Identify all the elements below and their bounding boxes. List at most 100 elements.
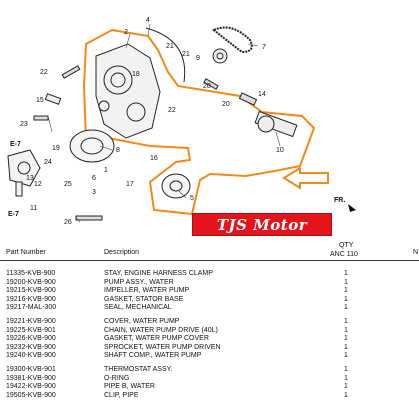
- callout: 18: [132, 71, 140, 78]
- description-cell: IMPELLER, WATER PUMP: [104, 287, 190, 295]
- callout: 17: [126, 181, 134, 188]
- direction-arrow: [282, 166, 329, 190]
- callout: 8: [116, 147, 120, 154]
- callout: 23: [20, 121, 28, 128]
- callout: 3: [92, 189, 96, 196]
- description-cell: GASKET, WATER PUMP COVER: [104, 335, 209, 343]
- header-model: ANC 110: [330, 251, 358, 258]
- callout: 6: [92, 175, 96, 182]
- description-cell: STAY, ENGINE HARNESS CLAMP: [104, 270, 213, 277]
- table-row: 19232-KVB-900 SPROCKET, WATER PUMP DRIVEN…: [0, 343, 419, 352]
- header-description: Description: [104, 249, 140, 256]
- callout: 10: [276, 147, 284, 154]
- clamp-stay: [44, 93, 62, 105]
- description-cell: SHAFT COMP., WATER PUMP: [104, 352, 202, 360]
- qty-cell: 1: [344, 278, 348, 286]
- part-number-cell: 19225-KVB-901: [6, 326, 56, 334]
- pump-shaft: [254, 110, 298, 138]
- part-number-cell: 19505-KVB-900: [6, 391, 56, 399]
- qty-cell: 1: [344, 326, 348, 334]
- part-number-cell: 19221-KVB-900: [6, 318, 56, 325]
- leader-lines: [47, 23, 281, 223]
- description-cell: SEAL, MECHANICAL: [104, 304, 172, 312]
- thermostat-housing: [7, 149, 41, 197]
- table-row: 19221-KVB-900 COVER, WATER PUMP 1: [0, 317, 419, 326]
- part-number-cell: 19217-MAL-300: [6, 304, 57, 312]
- callout: 7: [262, 44, 266, 51]
- qty-cell: 1: [344, 343, 348, 351]
- callout: 15: [36, 97, 44, 104]
- callout: 21: [182, 51, 190, 58]
- callout: 20: [222, 101, 230, 108]
- description-cell: PIPE B, WATER: [104, 383, 155, 391]
- table-row: 19216-KVB-900 GASKET, STATOR BASE 1: [0, 295, 419, 304]
- description-cell: SPROCKET, WATER PUMP DRIVEN: [104, 343, 221, 351]
- callout: 11: [30, 205, 37, 212]
- callout: 21: [166, 43, 174, 50]
- part-number-cell: 19215-KVB-900: [6, 287, 56, 295]
- qty-cell: 1: [344, 287, 348, 295]
- harness-wire: [145, 27, 186, 83]
- qty-cell: 1: [344, 295, 348, 303]
- drive-chain: [212, 26, 253, 54]
- qty-cell: 1: [344, 391, 348, 399]
- description-cell: PUMP ASSY., WATER: [104, 278, 174, 286]
- callout: 1: [104, 167, 108, 174]
- qty-cell: 1: [344, 352, 348, 360]
- description-cell: THERMOSTAT ASSY.: [104, 366, 173, 373]
- callout: 19: [52, 145, 60, 152]
- qty-cell: 1: [344, 270, 348, 277]
- callout: 14: [258, 91, 266, 98]
- table-row: 19300-KVB-901 THERMOSTAT ASSY. 1: [0, 365, 419, 374]
- callout: 25: [64, 181, 72, 188]
- callout: 26: [64, 219, 72, 226]
- callout: 22: [168, 107, 176, 114]
- part-number-cell: 19381-KVB-900: [6, 374, 56, 382]
- header-divider: [0, 260, 419, 261]
- assembly-outline: [82, 28, 316, 216]
- callout: 5: [190, 195, 194, 202]
- part-number-cell: 19422-KVB-900: [6, 383, 56, 391]
- description-cell: GASKET, STATOR BASE: [104, 295, 184, 303]
- brand-banner: TJS Motor: [192, 213, 332, 236]
- description-cell: CHAIN, WATER PUMP DRIVE (40L): [104, 326, 218, 334]
- exploded-parts-diagram: 2 4 7 21 21 9 18 22 15 23 8 20 20 14 12 …: [7, 17, 356, 226]
- description-cell: CLIP, PIPE: [104, 391, 139, 399]
- part-number-cell: 11335-KVB-900: [6, 270, 56, 277]
- table-row: 19226-KVB-900 GASKET, WATER PUMP COVER 1: [0, 334, 419, 343]
- qty-cell: 1: [344, 366, 348, 373]
- direction-arrow-icon: [348, 204, 356, 212]
- qty-cell: 1: [344, 318, 348, 325]
- direction-label: FR.: [334, 197, 345, 204]
- table-row: 11335-KVB-900 STAY, ENGINE HARNESS CLAMP 1: [0, 269, 419, 278]
- part-number-cell: 19240-KVB-900: [6, 352, 56, 360]
- qty-cell: 1: [344, 383, 348, 391]
- callout: 16: [150, 155, 158, 162]
- header-part-number: Part Number: [6, 249, 46, 256]
- header-qty: QTY: [339, 242, 354, 249]
- callout-labels: 2 4 7 21 21 9 18 22 15 23 8 20 20 14 12 …: [8, 17, 345, 226]
- bolts: [33, 65, 258, 221]
- qty-cell: 1: [344, 374, 348, 382]
- brand-text: TJS Motor: [216, 215, 308, 234]
- part-number-cell: 19300-KVB-901: [6, 366, 56, 373]
- part-number-cell: 19226-KVB-900: [6, 335, 56, 343]
- table-row: 19422-KVB-900 PIPE B, WATER 1: [0, 382, 419, 391]
- callout: 12: [34, 181, 42, 188]
- ref-label: E-7: [10, 141, 21, 148]
- pump-housing: [95, 43, 161, 139]
- table-row: 19225-KVB-901 CHAIN, WATER PUMP DRIVE (40…: [0, 326, 419, 335]
- table-row: 19505-KVB-900 CLIP, PIPE 1: [0, 391, 419, 400]
- part-number-cell: 19232-KVB-900: [6, 343, 56, 351]
- callout: 2: [124, 29, 128, 36]
- description-cell: COVER, WATER PUMP: [104, 318, 180, 325]
- sprocket: [212, 48, 228, 64]
- part-number-cell: 19216-KVB-900: [6, 295, 56, 303]
- table-row: 19240-KVB-900 SHAFT COMP., WATER PUMP 1: [0, 351, 419, 360]
- qty-cell: 1: [344, 335, 348, 343]
- callout: 4: [146, 17, 150, 24]
- callout: 20: [203, 83, 211, 90]
